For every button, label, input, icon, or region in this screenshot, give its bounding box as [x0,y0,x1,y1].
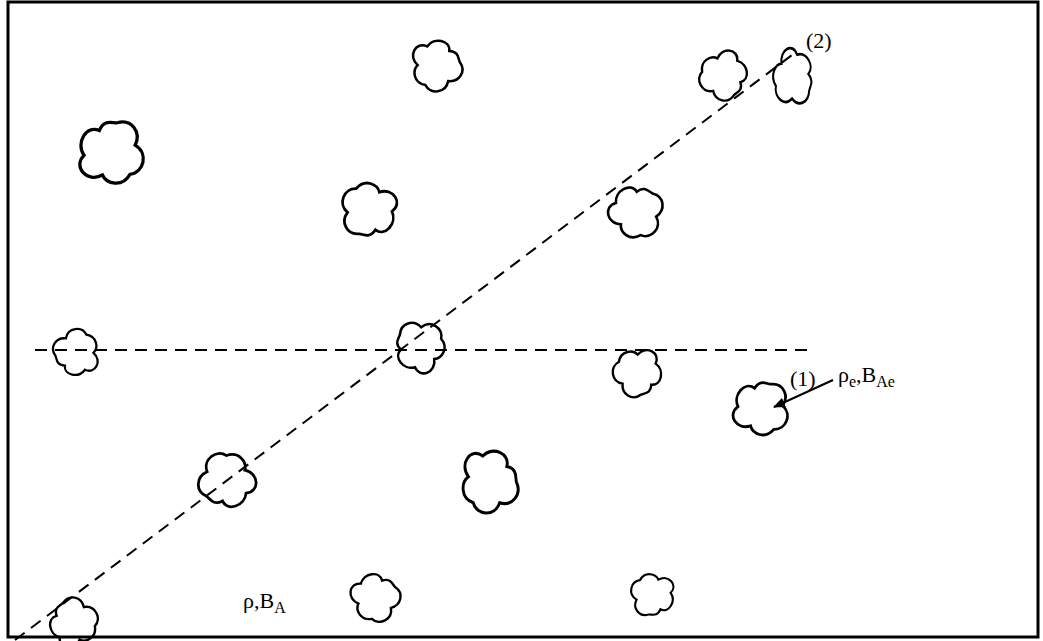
label-group: (2) [806,30,832,52]
symbol-label: ,B [856,362,876,387]
symbol-label: (2) [806,28,832,53]
inclusions [42,37,821,641]
symbol-label: ,B [254,588,274,613]
symbol-label: ρ [838,362,849,387]
label-group: ρ,BA [243,590,286,616]
label-group: (1) [790,368,816,390]
label-group: ρe,BAe [838,364,895,390]
symbol-label: ρ [243,588,254,613]
dashed-line [15,55,792,640]
dashed-line [35,349,815,351]
symbol-label: (1) [790,366,816,391]
subscript-label: e [849,373,856,390]
subscript-label: Ae [876,373,895,390]
subscript-label: A [274,599,286,616]
frame [8,2,1038,637]
